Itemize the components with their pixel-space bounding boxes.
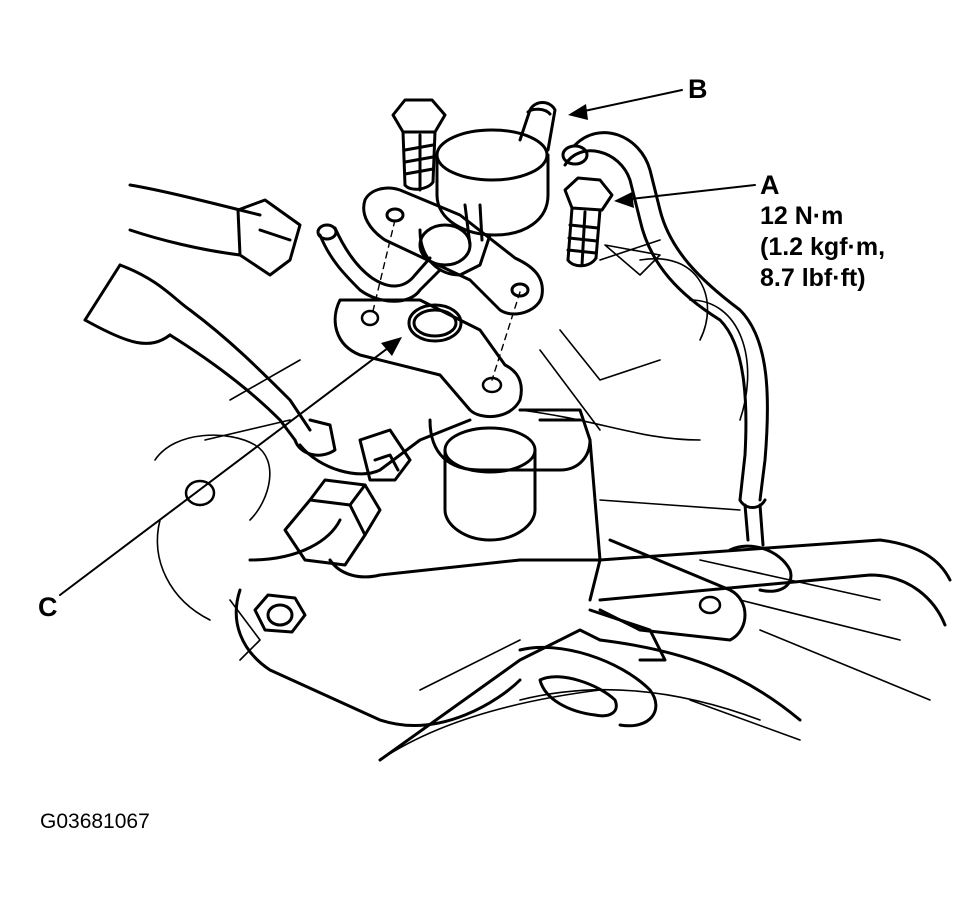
return-hose <box>316 223 442 303</box>
sensor-plug <box>283 428 412 567</box>
sensor-boss <box>443 426 537 542</box>
callout-c: C <box>38 592 58 622</box>
leader-line-c <box>59 344 393 596</box>
leader-line-b <box>574 89 683 114</box>
regulator-base <box>362 186 544 316</box>
callout-b: B <box>688 74 708 104</box>
leader-line-a <box>621 184 756 201</box>
callout-a: A <box>760 170 780 200</box>
bracket <box>518 538 793 728</box>
mounting-flange <box>298 298 602 602</box>
bolt-right <box>563 176 614 268</box>
intake-manifold <box>234 518 952 762</box>
alignment-lines <box>371 219 521 381</box>
engine-background <box>154 239 931 761</box>
fuel-pipe <box>561 131 769 547</box>
bolt-lower <box>253 593 307 634</box>
o-ring <box>407 303 463 343</box>
arrowhead-b <box>568 104 588 120</box>
bolt-left <box>391 98 447 192</box>
vacuum-hoses <box>83 183 337 457</box>
fuel-pressure-regulator <box>418 101 557 277</box>
figure-code: G03681067 <box>40 810 150 833</box>
torque-spec-line2: (1.2 kgf·m, <box>760 233 886 261</box>
arrowhead-a <box>614 192 634 208</box>
torque-spec-line3: 8.7 lbf·ft) <box>760 264 866 292</box>
torque-spec-line1: 12 N·m <box>760 202 844 230</box>
arrowhead-c <box>381 337 402 356</box>
